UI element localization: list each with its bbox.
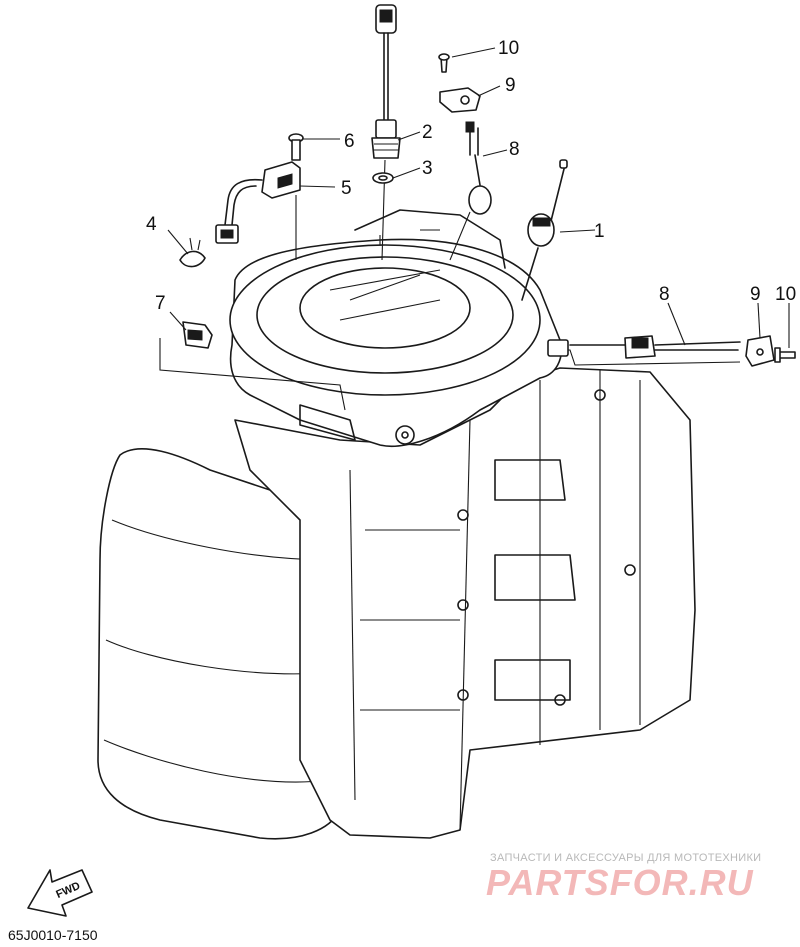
parts-8-9-10-right	[547, 335, 796, 367]
drawing-code: 65J0010-7150	[8, 927, 98, 943]
callout-8-top: 8	[509, 139, 520, 160]
part-7-connector	[159, 321, 346, 411]
callout-2: 2	[422, 122, 433, 143]
callout-10-right: 10	[775, 284, 796, 305]
callout-8-right: 8	[659, 284, 670, 305]
watermark-tagline: ЗАПЧАСТИ И АКСЕССУАРЫ ДЛЯ МОТОТЕХНИКИ	[490, 852, 762, 864]
callout-9-top: 9	[505, 75, 516, 96]
part-2-sensor	[371, 4, 401, 261]
part-6-bolt	[288, 133, 304, 161]
callout-9-right: 9	[750, 284, 761, 305]
leader-lines	[167, 47, 790, 348]
part-3-washer	[372, 172, 394, 184]
callout-3: 3	[422, 158, 433, 179]
fwd-arrow: FWD	[27, 869, 93, 917]
callouts: 1 2 3 4 5 6 7 8 9 10 8 9 10	[146, 38, 796, 314]
parts-8-9-10-top	[438, 53, 492, 261]
callout-10-top: 10	[498, 38, 519, 59]
watermark-logo: PARTSFOR.RU	[486, 862, 754, 903]
part-4-clip	[179, 237, 206, 268]
callout-4: 4	[146, 214, 157, 235]
engine-block	[97, 367, 696, 840]
callout-5: 5	[341, 178, 352, 199]
callout-6: 6	[344, 131, 355, 152]
callout-7: 7	[155, 293, 166, 314]
callout-1: 1	[594, 221, 605, 242]
part-1-sensor	[521, 159, 568, 301]
flywheel-cover	[229, 209, 562, 448]
part-5-bracket	[215, 161, 301, 260]
